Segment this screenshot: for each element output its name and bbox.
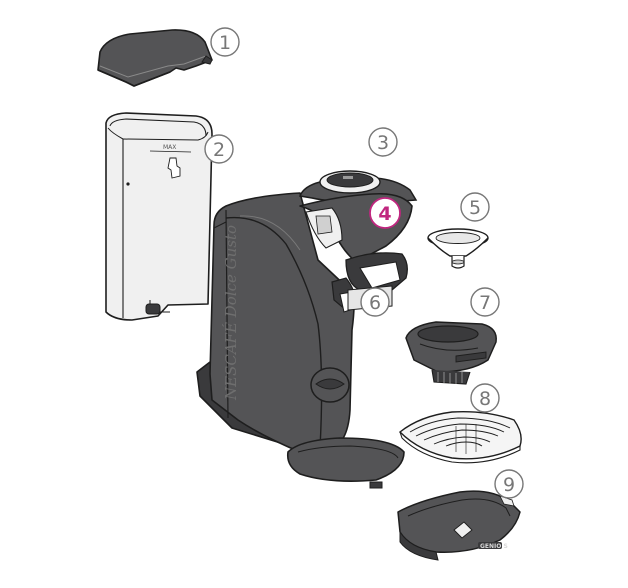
water-tank: MAX bbox=[105, 112, 213, 321]
callout-3: 3 bbox=[368, 127, 398, 157]
callout-6: 6 bbox=[360, 287, 390, 317]
max-label: MAX bbox=[163, 144, 176, 151]
callout-9-label: 9 bbox=[503, 474, 515, 496]
callout-8: 8 bbox=[470, 383, 500, 413]
tray-brand-label: GENIO S bbox=[480, 543, 508, 550]
callout-4-label: 4 bbox=[378, 203, 391, 225]
callout-5-label: 5 bbox=[469, 197, 481, 219]
brand-logo-text: NESCAFÉ Dolce Gusto bbox=[222, 225, 240, 401]
callout-2-label: 2 bbox=[213, 139, 225, 161]
drip-grid bbox=[398, 410, 522, 464]
drip-tray: GENIO S bbox=[397, 490, 521, 561]
callout-4: 4 bbox=[369, 197, 401, 229]
machine-body: NESCAFÉ Dolce Gusto bbox=[196, 192, 405, 489]
callout-7: 7 bbox=[470, 287, 500, 317]
callouts: 1 2 3 4 5 6 7 8 bbox=[204, 27, 524, 499]
callout-2: 2 bbox=[204, 134, 234, 164]
callout-7-label: 7 bbox=[479, 292, 491, 314]
callout-9: 9 bbox=[494, 469, 524, 499]
callout-8-label: 8 bbox=[479, 388, 491, 410]
callout-6-label: 6 bbox=[369, 292, 381, 314]
capsule-holder-funnel bbox=[427, 228, 489, 269]
capsule-holder bbox=[405, 321, 497, 385]
callout-1-label: 1 bbox=[219, 32, 231, 54]
callout-3-label: 3 bbox=[377, 132, 389, 154]
water-tank-lid bbox=[97, 29, 213, 87]
callout-1: 1 bbox=[210, 27, 240, 57]
callout-5: 5 bbox=[460, 192, 490, 222]
